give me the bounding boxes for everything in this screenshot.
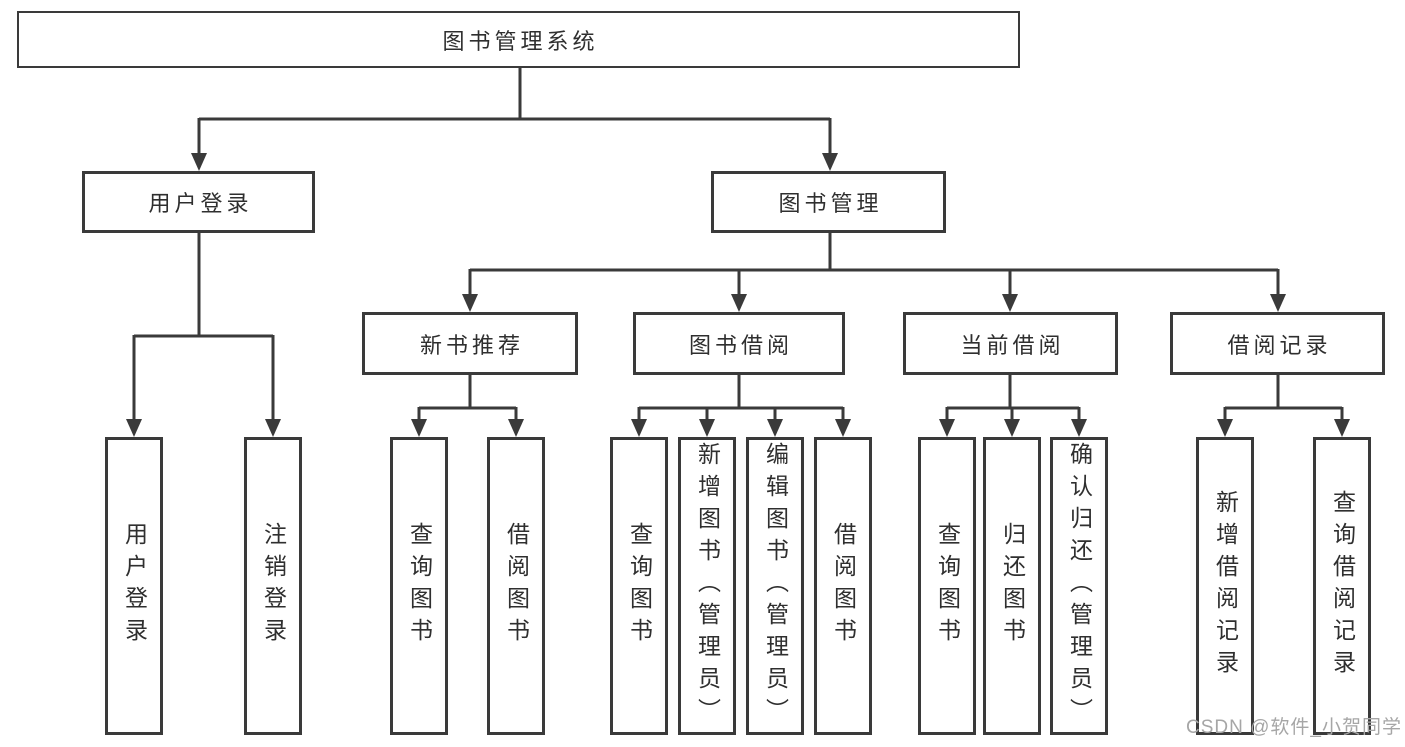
connector-lines bbox=[132, 68, 1344, 421]
leaf-logout: 注销登录 bbox=[244, 437, 302, 735]
leaf-add-borrow-record: 新增借阅记录 bbox=[1196, 437, 1254, 735]
leaf-query-borrow-record: 查询借阅记录 bbox=[1313, 437, 1371, 735]
node-current-borrowing: 当前借阅 bbox=[903, 312, 1118, 375]
csdn-watermark: CSDN @软件_小贺同学 bbox=[1186, 717, 1402, 738]
leaf-add-books-admin: 新增图书（管理员） bbox=[678, 437, 736, 735]
arrowheads bbox=[126, 153, 1350, 437]
leaf-return-books: 归还图书 bbox=[983, 437, 1041, 735]
leaf-borrow-books: 借阅图书 bbox=[814, 437, 872, 735]
node-user-login: 用户登录 bbox=[82, 171, 315, 233]
leaf-borrow-books-recommend: 借阅图书 bbox=[487, 437, 545, 735]
leaf-query-books-current: 查询图书 bbox=[918, 437, 976, 735]
node-borrowing-records: 借阅记录 bbox=[1170, 312, 1385, 375]
node-book-borrowing: 图书借阅 bbox=[633, 312, 845, 375]
node-root-system: 图书管理系统 bbox=[17, 11, 1020, 68]
leaf-confirm-return-admin: 确认归还（管理员） bbox=[1050, 437, 1108, 735]
node-new-book-recommendation: 新书推荐 bbox=[362, 312, 578, 375]
leaf-query-books-recommend: 查询图书 bbox=[390, 437, 448, 735]
leaf-query-books-borrow: 查询图书 bbox=[610, 437, 668, 735]
leaf-user-login: 用户登录 bbox=[105, 437, 163, 735]
node-book-management: 图书管理 bbox=[711, 171, 946, 233]
leaf-edit-books-admin: 编辑图书（管理员） bbox=[746, 437, 804, 735]
